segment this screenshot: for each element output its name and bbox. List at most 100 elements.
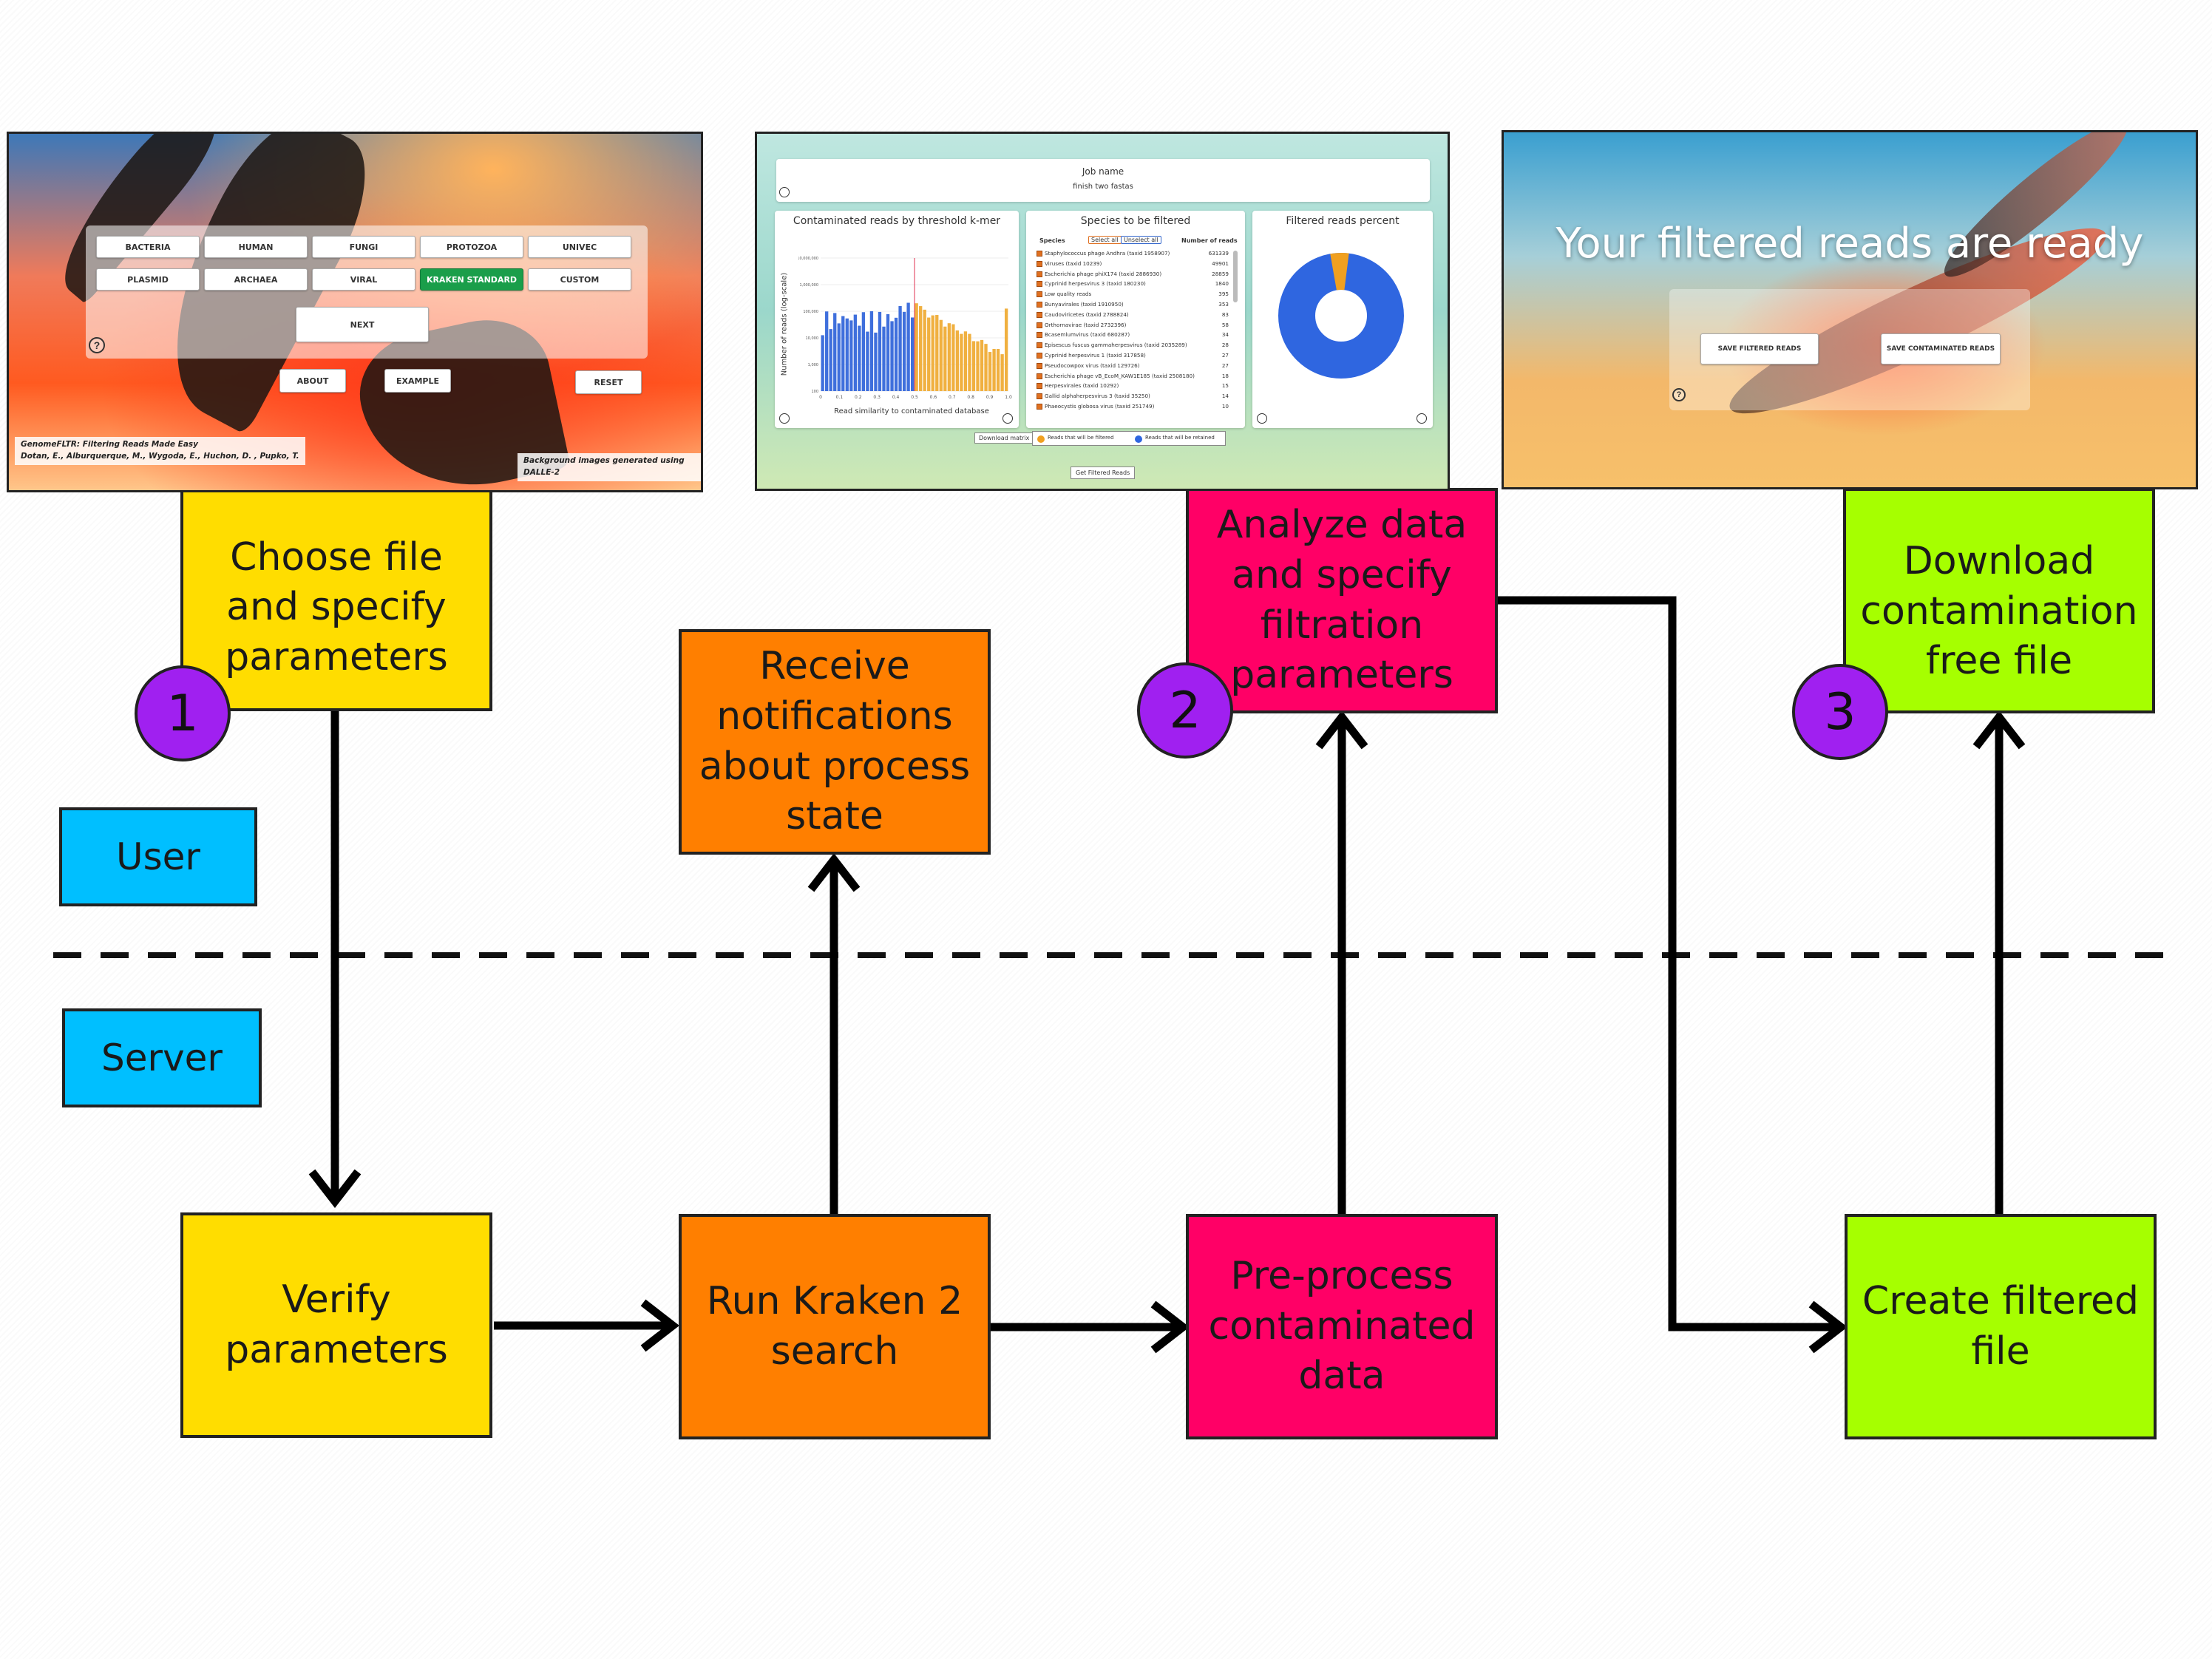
species-row[interactable]: Herpesvirales (taxid 10292)15 — [1037, 381, 1229, 391]
histogram-bar — [874, 332, 878, 391]
get-filtered-reads-button[interactable]: Get Filtered Reads — [1071, 467, 1136, 479]
species-checkbox[interactable] — [1037, 260, 1042, 267]
citation-title: GenomeFLTR: Filtering Reads Made Easy — [21, 440, 199, 449]
histogram-bar — [919, 306, 923, 391]
species-name: Bcasemlumvirus (taxid 680287) — [1045, 331, 1130, 339]
arrow-verify-to-run — [494, 1299, 679, 1352]
histogram-help-icon[interactable] — [779, 413, 790, 424]
screenshot-download-results: Your filtered reads are ready SAVE FILTE… — [1502, 130, 2198, 489]
step-verify-parameters: Verify parameters — [180, 1212, 492, 1438]
species-checkbox[interactable] — [1037, 383, 1042, 390]
species-name: Phaeocystis globosa virus (taxid 251749) — [1045, 403, 1155, 410]
unselect-all-button[interactable]: Unselect all — [1121, 236, 1161, 244]
species-row[interactable]: Pseudocowpox virus (taxid 129726)27 — [1037, 362, 1229, 371]
species-checkbox[interactable] — [1037, 353, 1042, 359]
job-help-icon[interactable] — [779, 187, 790, 197]
species-read-count: 58 — [1221, 321, 1229, 328]
species-name: Bunyavirales (taxid 1910950) — [1045, 301, 1124, 308]
step-verify-parameters-label: Verify parameters — [225, 1277, 448, 1372]
example-button[interactable]: EXAMPLE — [384, 369, 451, 393]
species-list: Staphylococcus phage Andhra (taxid 19589… — [1037, 249, 1229, 424]
download-matrix-button[interactable]: Download matrix — [974, 432, 1034, 444]
histogram-bar — [935, 315, 939, 391]
species-row[interactable]: Cyprinid herpesvirus 1 (taxid 317858)27 — [1037, 351, 1229, 361]
species-checkbox[interactable] — [1037, 362, 1042, 369]
histogram-bar — [849, 320, 853, 391]
help-icon[interactable]: ? — [89, 337, 105, 353]
species-row[interactable]: Phaeocystis globosa virus (taxid 251749)… — [1037, 402, 1229, 412]
species-row[interactable]: Cyprinid herpesvirus 3 (taxid 180230)184… — [1037, 279, 1229, 289]
species-row[interactable]: Escherichia phage phiX174 (taxid 2886930… — [1037, 270, 1229, 279]
species-name: Orthornavirae (taxid 2732396) — [1045, 321, 1127, 328]
species-read-count: 18 — [1221, 372, 1229, 379]
db-button-bacteria[interactable]: BACTERIA — [96, 236, 200, 258]
species-read-count: 353 — [1218, 301, 1229, 308]
histogram-bar — [939, 319, 943, 391]
species-checkbox[interactable] — [1037, 373, 1042, 379]
step-download-file-label: Download contamination free file — [1860, 539, 2138, 684]
species-row[interactable]: Staphylococcus phage Andhra (taxid 19589… — [1037, 249, 1229, 259]
db-button-custom[interactable]: CUSTOM — [528, 268, 631, 291]
histogram-x-tick: 0.3 — [873, 395, 881, 400]
species-checkbox[interactable] — [1037, 251, 1042, 257]
db-button-kraken-standard[interactable]: KRAKEN STANDARD — [420, 268, 523, 291]
species-checkbox[interactable] — [1037, 332, 1042, 339]
species-checkbox[interactable] — [1037, 404, 1042, 410]
species-checkbox[interactable] — [1037, 393, 1042, 400]
species-checkbox[interactable] — [1037, 322, 1042, 328]
species-checkbox[interactable] — [1037, 302, 1042, 308]
species-column-header: Species — [1039, 237, 1065, 244]
species-row[interactable]: Episescus fuscus gammaherpesvirus (taxid… — [1037, 341, 1229, 350]
histogram-download-icon[interactable] — [1002, 413, 1013, 424]
db-button-protozoa[interactable]: PROTOZOA — [420, 236, 523, 258]
db-button-fungi[interactable]: FUNGI — [312, 236, 415, 258]
species-row[interactable]: Gallid alphaherpesvirus 3 (taxid 35250)1… — [1037, 392, 1229, 401]
species-row[interactable]: Escherichia phage vB_EcoM_KAW1E185 (taxi… — [1037, 372, 1229, 381]
species-checkbox[interactable] — [1037, 281, 1042, 288]
arrow-choose-to-verify — [308, 711, 362, 1208]
species-name: Cyprinid herpesvirus 3 (taxid 180230) — [1045, 280, 1146, 288]
db-button-archaea[interactable]: ARCHAEA — [204, 268, 308, 291]
reset-button[interactable]: RESET — [575, 370, 642, 394]
species-row[interactable]: Bcasemlumvirus (taxid 680287)34 — [1037, 330, 1229, 340]
legend-filtered-swatch — [1037, 435, 1045, 443]
species-checkbox[interactable] — [1037, 291, 1042, 298]
histogram-bar — [878, 311, 882, 391]
species-row[interactable]: Viruses (taxid 10239)49901 — [1037, 259, 1229, 269]
histogram-bar — [931, 315, 934, 391]
job-name-card: Job name finish two fastas — [776, 159, 1430, 202]
histogram-bar — [927, 317, 931, 391]
species-row[interactable]: Orthornavirae (taxid 2732396) 58 — [1037, 321, 1229, 330]
db-button-plasmid[interactable]: PLASMID — [96, 268, 200, 291]
histogram-bar — [825, 311, 829, 391]
species-read-count: 27 — [1221, 362, 1229, 369]
species-list-scrollbar[interactable] — [1233, 251, 1238, 302]
histogram-bar — [898, 305, 902, 391]
percent-download-icon[interactable] — [1417, 413, 1427, 424]
histogram-y-tick: 10,000 — [806, 336, 819, 341]
histogram-bar — [890, 321, 894, 391]
db-button-human[interactable]: HUMAN — [204, 236, 308, 258]
citation-authors: Dotan, E., Alburquerque, M., Wygoda, E.,… — [21, 451, 299, 461]
species-read-count: 10 — [1221, 403, 1229, 410]
species-row[interactable]: Caudoviricetes (taxid 2788824)83 — [1037, 311, 1229, 320]
next-button[interactable]: NEXT — [296, 307, 429, 342]
species-row[interactable]: Bunyavirales (taxid 1910950) 353 — [1037, 300, 1229, 310]
histogram-x-tick: 0.8 — [967, 395, 974, 400]
save-contaminated-reads-button[interactable]: SAVE CONTAMINATED READS — [1881, 333, 2001, 364]
select-all-button[interactable]: Select all — [1088, 236, 1122, 244]
arrow-create-to-download — [1972, 710, 2026, 1215]
db-button-univec[interactable]: UNIVEC — [528, 236, 631, 258]
results-help-icon[interactable]: ? — [1672, 388, 1686, 401]
species-checkbox[interactable] — [1037, 271, 1042, 277]
about-button[interactable]: ABOUT — [279, 369, 346, 393]
species-checkbox[interactable] — [1037, 311, 1042, 318]
save-filtered-reads-button[interactable]: SAVE FILTERED READS — [1700, 333, 1819, 364]
percent-help-icon[interactable] — [1257, 413, 1267, 424]
histogram-bar — [915, 303, 918, 391]
legend-filtered-label: Reads that will be filtered — [1048, 435, 1114, 441]
species-checkbox[interactable] — [1037, 342, 1042, 349]
db-button-viral[interactable]: VIRAL — [312, 268, 415, 291]
